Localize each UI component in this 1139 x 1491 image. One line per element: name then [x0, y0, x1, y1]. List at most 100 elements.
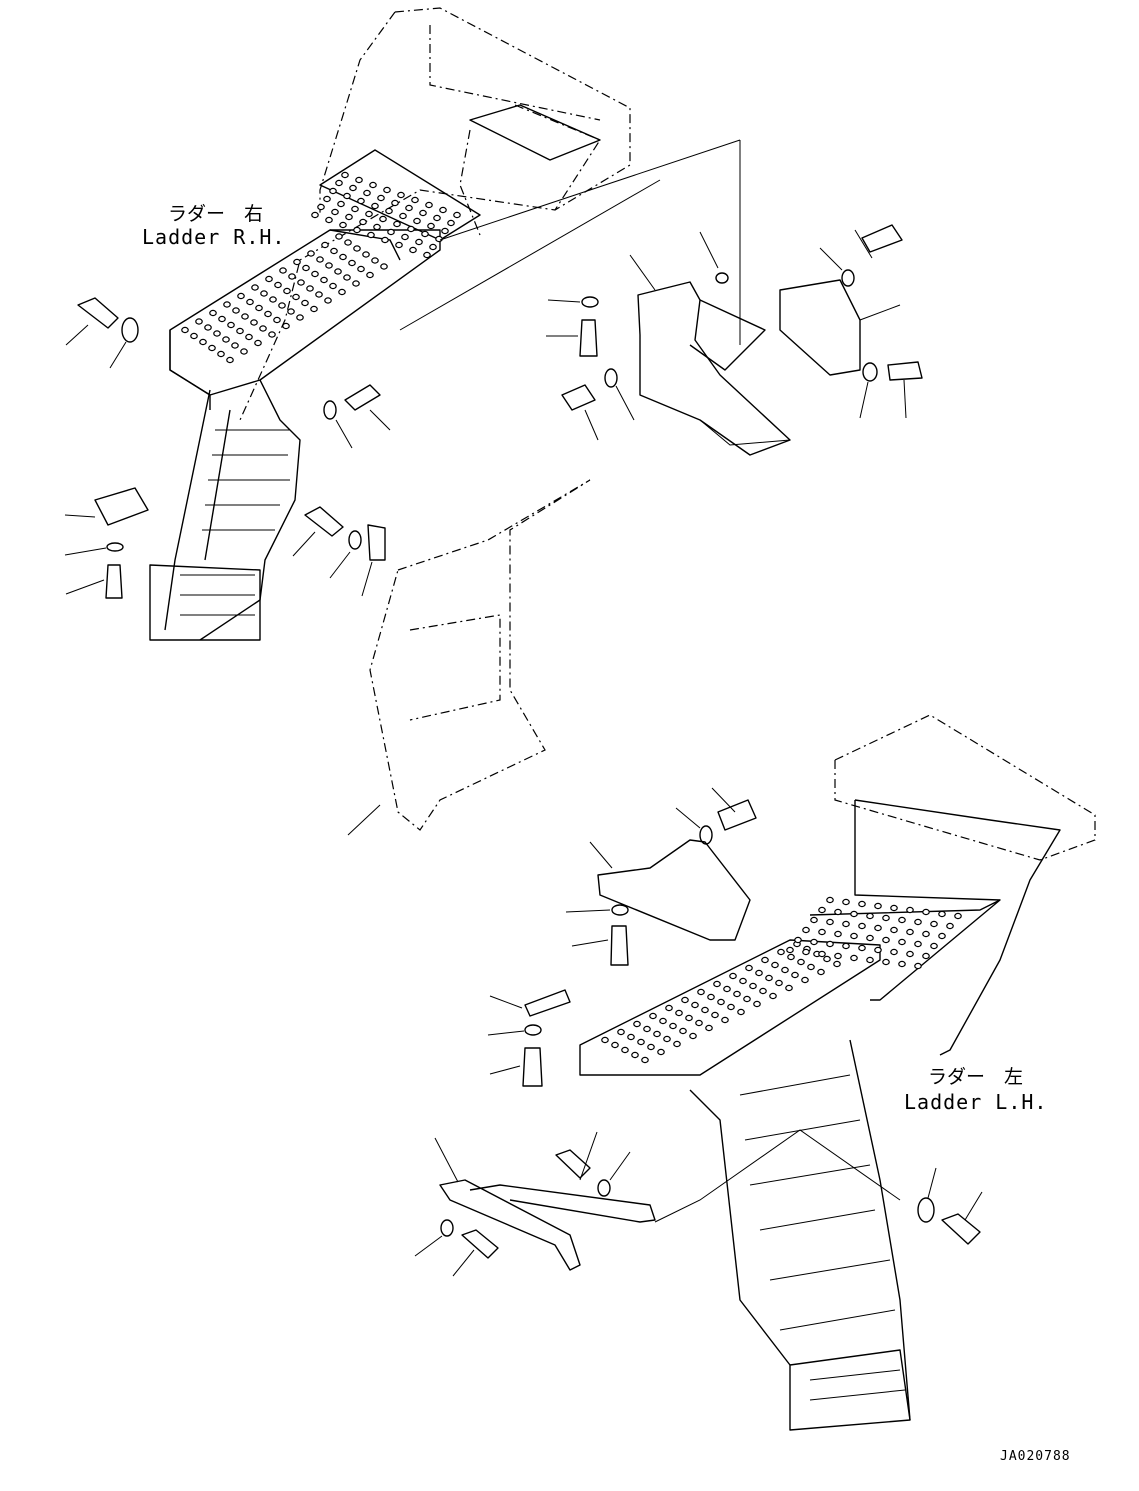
perforation-hole [914, 962, 922, 970]
perforation-hole [204, 324, 212, 331]
cover-upper [629, 254, 901, 456]
perforation-hole [786, 946, 794, 954]
perforation-hole [301, 299, 309, 307]
perforation-hole [429, 243, 437, 251]
perforation-hole [362, 251, 370, 258]
perforation-hole [749, 982, 757, 990]
bolt-lh-5 [452, 1229, 499, 1277]
perforation-hole [377, 194, 385, 202]
bracket-lh [489, 989, 571, 1017]
perforation-hole [334, 268, 342, 275]
washer-lh-4 [597, 1151, 631, 1197]
perforation-hole [777, 948, 785, 956]
bolt-cover-3 [887, 361, 923, 419]
perforation-hole [711, 1011, 719, 1019]
bolt-cover-4 [561, 384, 599, 441]
perforation-hole [259, 325, 267, 332]
washer-lh-5 [414, 1219, 454, 1257]
perforation-hole [631, 1051, 639, 1059]
perforation-hole [306, 285, 314, 292]
perforation-hole [833, 960, 841, 968]
perforation-hole [323, 195, 331, 203]
perforation-hole [842, 942, 850, 950]
perforation-hole [330, 247, 338, 255]
perforation-hole [898, 916, 906, 924]
perforation-hole [385, 207, 393, 215]
perforation-hole [353, 226, 361, 234]
perforation-hole [329, 282, 337, 290]
perforation-hole [801, 976, 809, 984]
perforation-hole [759, 987, 767, 995]
perforation-hole [739, 977, 747, 985]
perforation-hole [842, 920, 850, 928]
perforation-hole [669, 1022, 677, 1030]
perforation-hole [713, 980, 721, 988]
bolt-lh-1 [711, 787, 757, 831]
perforation-hole [236, 327, 244, 335]
perforation-hole [657, 1048, 665, 1056]
perforation-hole [343, 274, 351, 281]
perforation-hole [425, 201, 433, 209]
perforation-hole [287, 308, 295, 315]
washer-rh-3 [64, 542, 124, 556]
perforation-hole [279, 267, 287, 274]
perforation-hole [733, 990, 741, 998]
washer-cover-3 [859, 362, 878, 419]
perforation-hole [621, 1046, 629, 1054]
perforation-hole [265, 275, 273, 283]
bolt-rh-3 [65, 564, 123, 599]
perforation-hole [383, 186, 391, 194]
drawing-code: JA020788 [1000, 1449, 1071, 1464]
perforation-hole [393, 220, 401, 228]
perforation-hole [810, 916, 818, 924]
perforation-hole [858, 900, 866, 908]
perforation-hole [874, 946, 882, 954]
bolt-cover-2 [854, 224, 903, 259]
perforation-hole [707, 993, 715, 1001]
perforation-hole [641, 1056, 649, 1064]
bolt-rh-1 [65, 297, 119, 346]
perforation-hole [296, 314, 304, 321]
bracket-rh [64, 487, 149, 526]
perforation-hole [292, 293, 300, 301]
perforation-hole [954, 912, 962, 920]
perforation-hole [283, 287, 291, 295]
perforation-hole [914, 940, 922, 948]
perforation-hole [250, 319, 258, 326]
perforation-hole [195, 318, 203, 325]
ladder-lh-assembly [579, 714, 1096, 1431]
perforation-hole [381, 236, 389, 244]
perforation-hole [817, 968, 825, 976]
perforation-hole [199, 338, 207, 346]
perforation-hole [842, 898, 850, 906]
perforation-hole [930, 920, 938, 928]
ladder-lh-label-jp: ラダー 左 [928, 1066, 1023, 1088]
perforation-hole [689, 1032, 697, 1040]
perforation-hole [359, 218, 367, 226]
perforation-hole [922, 952, 930, 960]
perforation-hole [209, 309, 217, 317]
perforation-hole [255, 304, 263, 312]
perforation-hole [691, 1001, 699, 1009]
bolt-lh-3 [489, 1047, 543, 1087]
perforation-hole [405, 204, 413, 212]
handrail-bracket [434, 1137, 656, 1271]
perforation-hole [245, 333, 253, 341]
perforation-hole [447, 219, 455, 227]
perforation-hole [823, 955, 831, 963]
perforation-hole [226, 356, 234, 364]
perforation-hole [946, 922, 954, 930]
cover-lh [589, 839, 751, 941]
perforation-hole [890, 948, 898, 956]
washer-lh-3 [487, 1024, 542, 1036]
perforation-hole [373, 223, 381, 231]
perforation-hole [407, 225, 415, 233]
fender-reference [347, 479, 591, 836]
perforation-hole [421, 230, 429, 238]
perforation-hole [637, 1038, 645, 1046]
perforation-hole [190, 332, 198, 340]
perforation-hole [898, 938, 906, 946]
perforation-hole [355, 176, 363, 184]
perforation-hole [324, 297, 332, 304]
